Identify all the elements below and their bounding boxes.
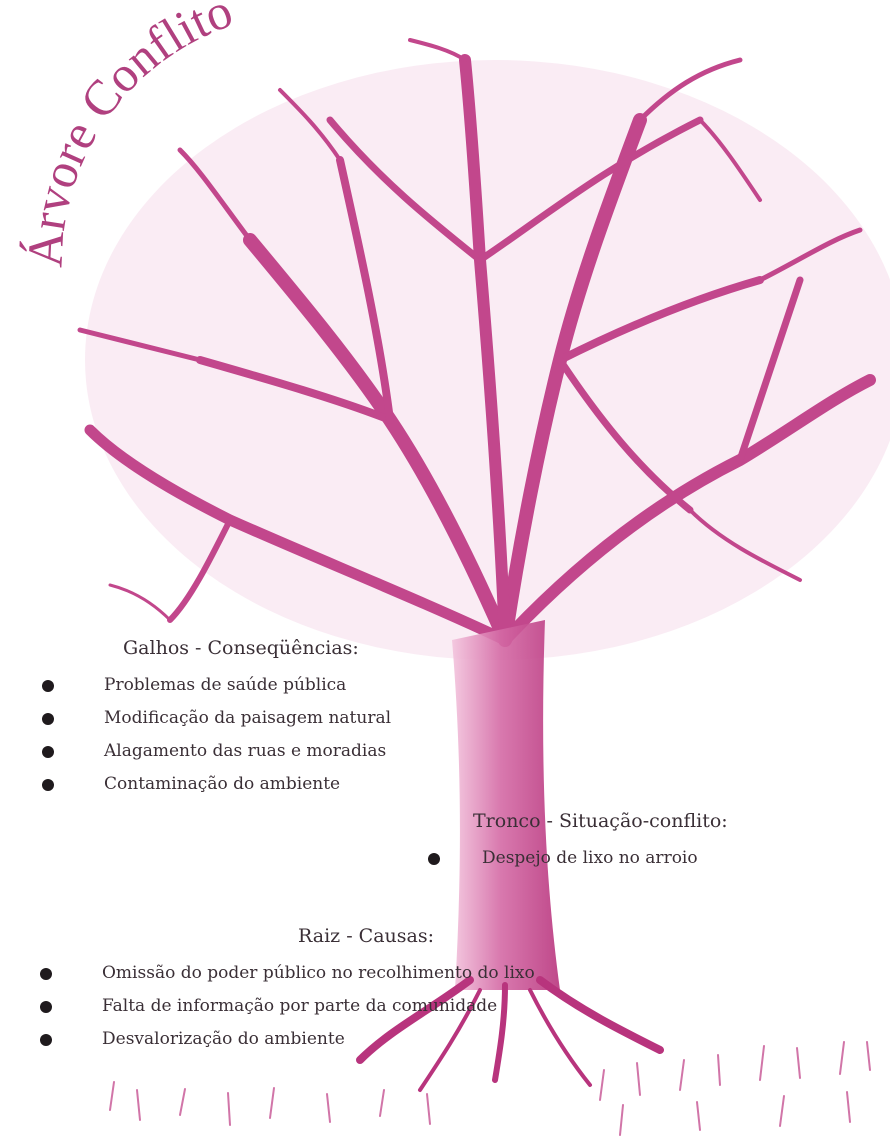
bullet-icon	[42, 779, 54, 791]
list-item: Desvalorização do ambiente	[40, 1023, 535, 1056]
tronco-list: Despejo de lixo no arroio	[428, 842, 698, 875]
galhos-heading: Galhos - Conseqüências:	[123, 637, 359, 659]
list-item: Alagamento das ruas e moradias	[42, 735, 391, 768]
list-item: Falta de informação por parte da comunid…	[40, 990, 535, 1023]
raiz-heading: Raiz - Causas:	[298, 925, 434, 947]
list-item: Modificação da paisagem natural	[42, 702, 391, 735]
grass	[109, 1041, 871, 1136]
trunk	[452, 620, 560, 990]
branches	[77, 38, 876, 647]
bullet-icon	[40, 1001, 52, 1013]
bullet-icon	[40, 1034, 52, 1046]
bullet-icon	[40, 968, 52, 980]
bullet-icon	[42, 713, 54, 725]
list-item: Omissão do poder público no recolhimento…	[40, 957, 535, 990]
list-item: Despejo de lixo no arroio	[428, 842, 698, 875]
roots	[356, 976, 664, 1092]
list-item: Problemas de saúde pública	[42, 669, 391, 702]
bullet-icon	[42, 746, 54, 758]
bullet-icon	[42, 680, 54, 692]
raiz-list: Omissão do poder público no recolhimento…	[40, 957, 535, 1056]
tronco-heading: Tronco - Situação-conflito:	[473, 810, 728, 832]
bullet-icon	[428, 853, 440, 865]
galhos-list: Problemas de saúde pública Modificação d…	[42, 669, 391, 801]
list-item: Contaminação do ambiente	[42, 768, 391, 801]
